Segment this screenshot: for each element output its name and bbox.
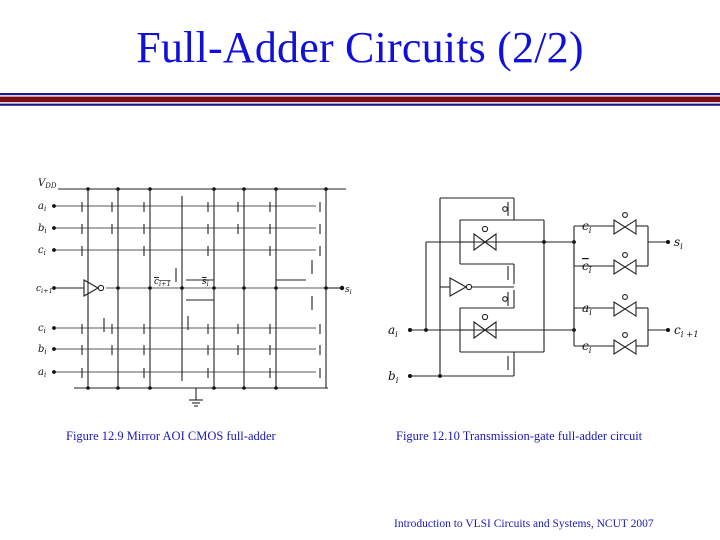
label-cbar-sub: i bbox=[589, 266, 592, 276]
svg-text:ci: ci bbox=[38, 323, 46, 335]
label-c-out-sub: i +1 bbox=[681, 330, 699, 340]
label-b-in-sub: i bbox=[396, 376, 399, 386]
svg-text:si: si bbox=[674, 235, 683, 252]
label-cin: c bbox=[36, 284, 41, 294]
label-s-out: s bbox=[345, 285, 350, 295]
figure-right-caption: Figure 12.10 Transmission-gate full-adde… bbox=[396, 429, 643, 443]
label-s-out-sub: i bbox=[350, 288, 352, 296]
label-c2: c bbox=[582, 339, 589, 353]
svg-text:ai: ai bbox=[582, 301, 592, 318]
label-sbar-sub: i bbox=[207, 280, 209, 288]
label-c1: c bbox=[582, 219, 589, 233]
label-c-bot-sub: i bbox=[44, 327, 46, 335]
svg-text:ci: ci bbox=[582, 259, 592, 276]
transmission-gate-full-adder-schematic: ai bi ci ci si ai ci +1 ci bbox=[388, 197, 699, 386]
label-cbar-sub: i+1 bbox=[159, 280, 171, 288]
label-b-in: b bbox=[388, 369, 396, 383]
svg-text:ci: ci bbox=[582, 219, 592, 236]
label-a2-sub: i bbox=[589, 308, 592, 318]
label-s-out: s bbox=[674, 235, 680, 249]
label-sbar: s bbox=[202, 277, 207, 287]
svg-text:ai: ai bbox=[38, 367, 46, 379]
svg-text:ci+1: ci+1 bbox=[154, 277, 171, 288]
label-a-in: a bbox=[388, 323, 395, 337]
label-b-bot-sub: i bbox=[44, 348, 46, 356]
label-cbar: c bbox=[582, 259, 589, 273]
label-b-top: b bbox=[38, 223, 44, 234]
label-vdd: V bbox=[38, 178, 47, 189]
svg-text:ai: ai bbox=[388, 323, 398, 340]
svg-text:bi: bi bbox=[38, 344, 47, 356]
label-a-in-sub: i bbox=[395, 330, 398, 340]
label-c2-sub: i bbox=[589, 346, 592, 356]
label-cbar: c bbox=[154, 277, 159, 287]
svg-text:bi: bi bbox=[38, 223, 47, 235]
mirror-full-adder-schematic: VDD ai bi ci ci+1 ci+1 si si ci bi ai bbox=[36, 178, 352, 407]
slide-footer: Introduction to VLSI Circuits and System… bbox=[394, 518, 654, 530]
label-b-bot: b bbox=[38, 344, 44, 355]
label-c-out: c bbox=[674, 323, 681, 337]
label-s-out-sub: i bbox=[680, 242, 683, 252]
svg-text:VDD: VDD bbox=[38, 178, 57, 190]
label-cin-sub: i+1 bbox=[41, 287, 53, 295]
svg-text:ci: ci bbox=[582, 339, 592, 356]
svg-text:ai: ai bbox=[38, 201, 46, 213]
figure-left-caption: Figure 12.9 Mirror AOI CMOS full-adder bbox=[66, 429, 276, 443]
svg-text:si: si bbox=[202, 277, 209, 288]
svg-text:ci+1: ci+1 bbox=[36, 284, 53, 295]
label-c-top-sub: i bbox=[44, 249, 46, 257]
svg-text:ci +1: ci +1 bbox=[674, 323, 699, 340]
label-b-top-sub: i bbox=[44, 227, 46, 235]
slide-title: Full-Adder Circuits (2/2) bbox=[136, 23, 584, 72]
svg-text:si: si bbox=[345, 285, 352, 296]
svg-text:bi: bi bbox=[388, 369, 399, 386]
label-a-top-sub: i bbox=[44, 205, 46, 213]
label-a-bot: a bbox=[38, 367, 44, 378]
label-c1-sub: i bbox=[589, 226, 592, 236]
label-a-top: a bbox=[38, 201, 44, 212]
svg-text:ci: ci bbox=[38, 245, 46, 257]
title-divider bbox=[0, 93, 720, 106]
label-a-bot-sub: i bbox=[44, 371, 46, 379]
label-a2: a bbox=[582, 301, 589, 315]
label-c-top: c bbox=[38, 245, 44, 256]
label-c-bot: c bbox=[38, 323, 44, 334]
label-vdd-sub: DD bbox=[44, 182, 57, 190]
